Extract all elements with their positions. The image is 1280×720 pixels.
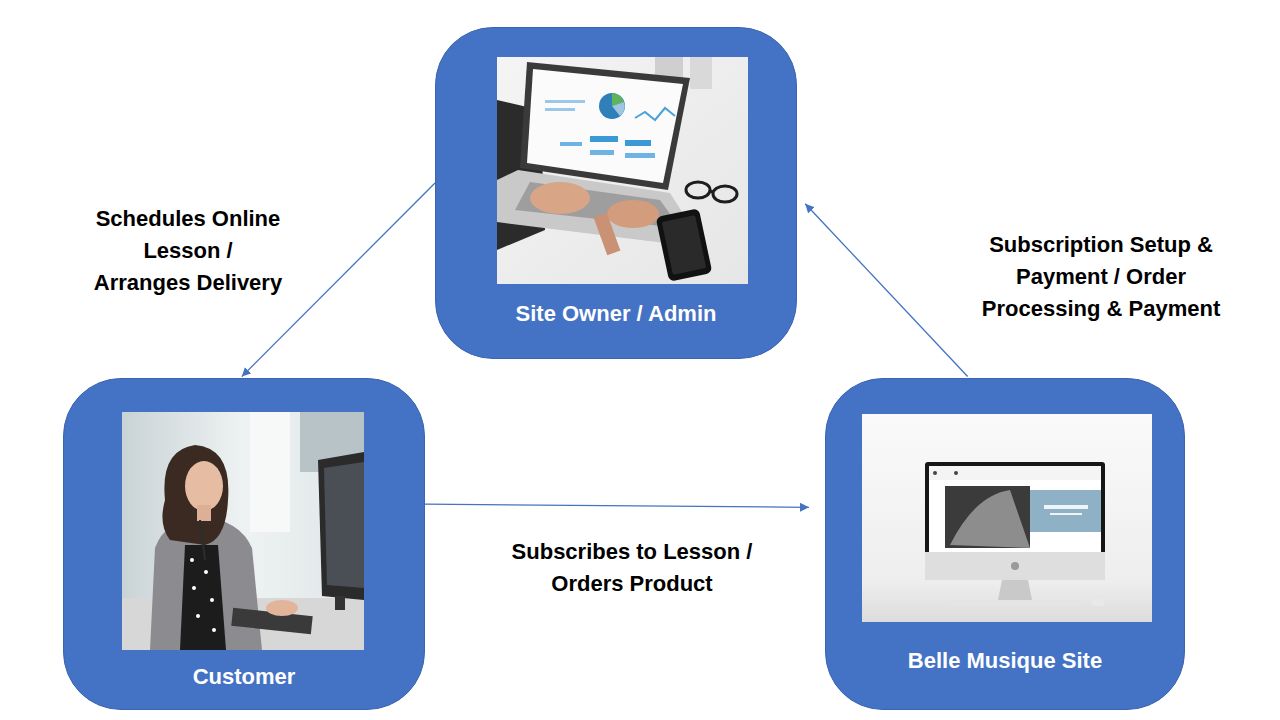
process-box: Site Owner / Admin (435, 27, 797, 359)
edge-label: Subscribes to Lesson / Orders Product (507, 536, 757, 600)
flow-arrow (805, 204, 967, 377)
process-box: Belle Musique Site (825, 378, 1185, 710)
flow-arrow (425, 504, 809, 507)
process-box: Customer (63, 378, 425, 710)
edge-label: Schedules Online Lesson / Arranges Deliv… (93, 203, 283, 299)
box-label: Belle Musique Site (902, 647, 1108, 675)
edge-label: Subscription Setup & Payment / Order Pro… (977, 229, 1225, 325)
box-label: Site Owner / Admin (510, 300, 723, 328)
box-label: Customer (187, 663, 302, 691)
